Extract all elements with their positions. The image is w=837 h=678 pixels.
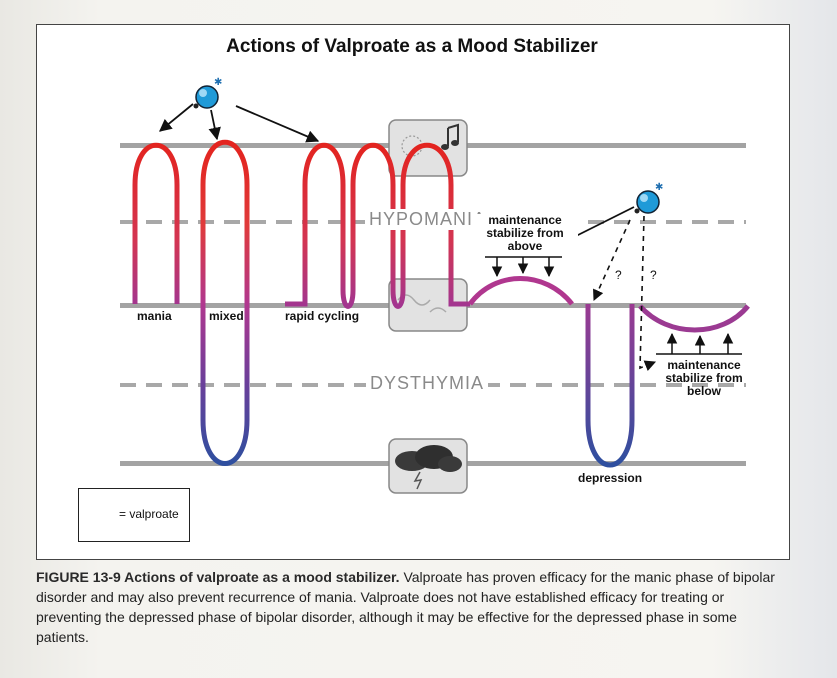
rapid-cycling-label: rapid cycling (285, 309, 360, 323)
rapid-cycling-wave (285, 142, 470, 309)
mixed-loop (200, 140, 250, 466)
maintenance-below-label: maintenance stabilize from below (652, 359, 756, 398)
legend-label: = valproate (119, 507, 179, 521)
mania-loop (132, 142, 180, 304)
dashed-arrow-to-maintenance-below (639, 215, 657, 371)
caption-lead: FIGURE 13-9 Actions of valproate as a mo… (36, 569, 400, 585)
maintenance-below-line-1: maintenance (667, 358, 741, 372)
arrow-to-mania (159, 103, 194, 132)
maintenance-above-line-2: stabilize from (486, 226, 564, 240)
caption-body: Valproate has proven efficacy for the ma… (36, 569, 775, 645)
depression-loop (585, 304, 635, 468)
mixed-label: mixed (209, 309, 244, 323)
valproate-icon-top: ✱ (193, 77, 222, 109)
maintenance-below-curve (638, 304, 750, 333)
legend-box: = valproate (78, 488, 190, 542)
arrow-to-mixed (208, 109, 221, 141)
svg-text:✱: ✱ (655, 182, 663, 193)
maintenance-above-label: maintenance stabilize from above (472, 214, 578, 253)
hypomania-band-label: HYPOMANIA (365, 209, 491, 230)
maintenance-above-line-1: maintenance (488, 213, 562, 227)
mania-label: mania (137, 309, 172, 323)
valproate-icon-right: ✱ (634, 182, 663, 214)
arrow-to-rapid-cycling (235, 105, 320, 143)
maintenance-below-line-2: stabilize from (665, 371, 743, 385)
depression-label: depression (578, 471, 643, 485)
dashed-arrow-to-depression (593, 219, 631, 302)
storm-cloud-icon (388, 438, 468, 494)
maintenance-below-line-3: below (686, 384, 721, 398)
question-mark-left: ? (615, 268, 622, 282)
stabilize-above-arrows (485, 256, 562, 278)
stabilize-below-arrows (656, 332, 742, 355)
figure-caption: FIGURE 13-9 Actions of valproate as a mo… (36, 567, 776, 647)
question-mark-right: ? (650, 268, 657, 282)
maintenance-above-curve (467, 276, 574, 306)
dysthymia-band-label: DYSTHYMIA (366, 373, 489, 394)
maintenance-above-line-3: above (507, 239, 543, 253)
svg-text:✱: ✱ (214, 77, 222, 88)
diagram-title: Actions of Valproate as a Mood Stabilize… (226, 36, 598, 57)
sun-music-icon (388, 119, 468, 177)
